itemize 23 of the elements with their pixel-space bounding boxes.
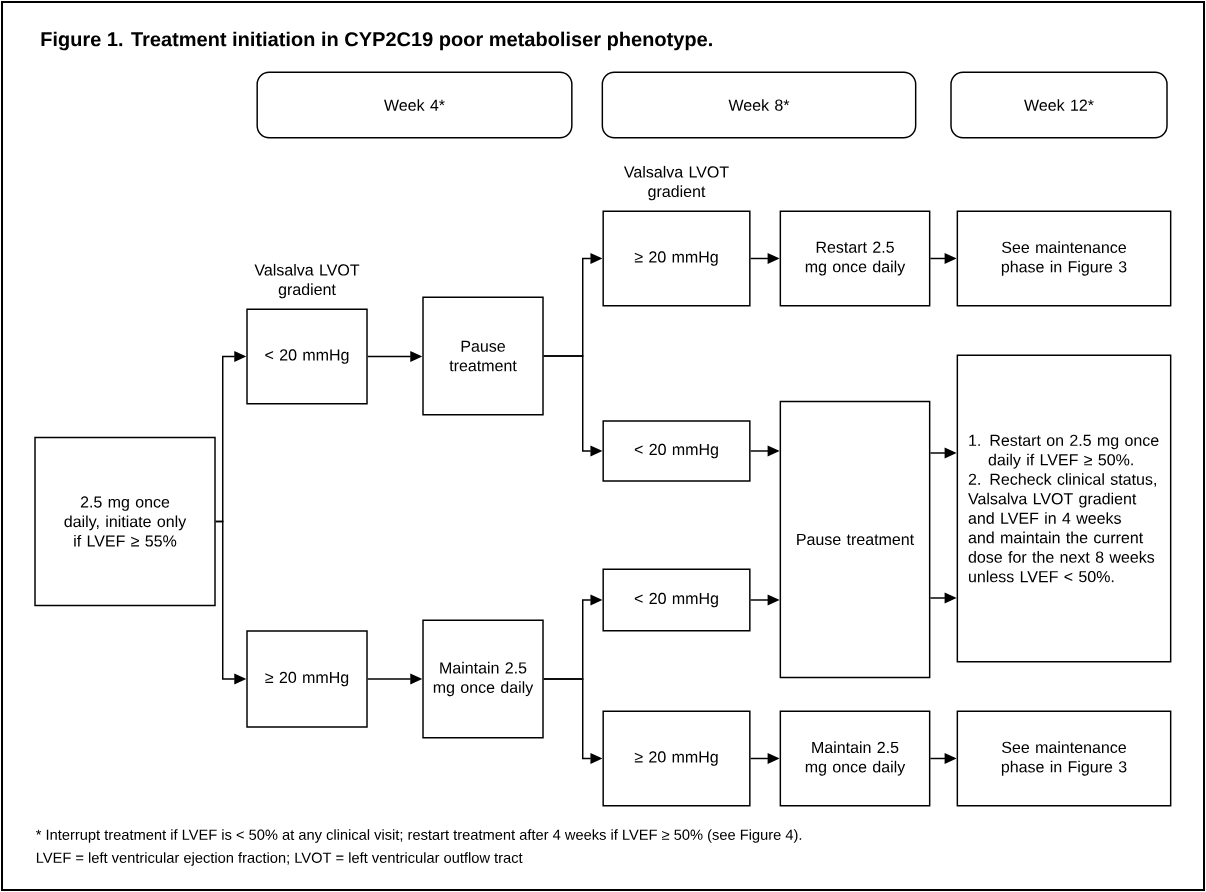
- footnote: LVEF = left ventricular ejection fraction; LVOT = left ventricular outflow tract: [36, 852, 523, 866]
- figure-title: Figure 1. Treatment initiation in CYP2C19 poor metaboliser phenotype.: [41, 31, 712, 51]
- process-box: < 20 mmHg: [246, 308, 368, 405]
- process-box: Maintain 2.5 mg once daily: [779, 710, 931, 807]
- gradient-label: Valsalva LVOT gradient: [623, 165, 729, 201]
- process-box: < 20 mmHg: [602, 568, 751, 632]
- process-box: 2.5 mg once daily, initiate only if LVEF ≥ 55%: [34, 436, 216, 607]
- process-box: Restart 2.5 mg once daily: [779, 210, 931, 307]
- process-box: < 20 mmHg: [602, 420, 751, 482]
- process-box: Maintain 2.5 mg once daily: [422, 619, 544, 739]
- process-box: Pause treatment: [422, 296, 544, 416]
- process-box: See maintenance phase in Figure 3: [956, 210, 1172, 307]
- process-box: ≥ 20 mmHg: [602, 710, 751, 807]
- instruction-box: 1. Restart on 2.5 mg once daily if LVEF ≥ 50%. 2. Recheck clinical status, Valsalva LVOT gradient and LVEF in 4 weeks and maintain the current dose for the next 8 weeks unless LVEF < 50%.: [956, 354, 1172, 663]
- week-header: Week 4*: [256, 71, 573, 139]
- footnote: * Interrupt treatment if LVEF is < 50% at any clinical visit; restart treatment after 4 weeks if LVEF ≥ 50% (see Figure 4).: [35, 829, 802, 843]
- process-box: ≥ 20 mmHg: [602, 210, 751, 307]
- process-box: See maintenance phase in Figure 3: [956, 710, 1172, 807]
- process-box: ≥ 20 mmHg: [246, 630, 368, 728]
- week-header: Week 8*: [601, 71, 917, 139]
- week-header: Week 12*: [950, 71, 1168, 139]
- gradient-label: Valsalva LVOT gradient: [254, 263, 360, 299]
- process-box: Pause treatment: [779, 400, 931, 679]
